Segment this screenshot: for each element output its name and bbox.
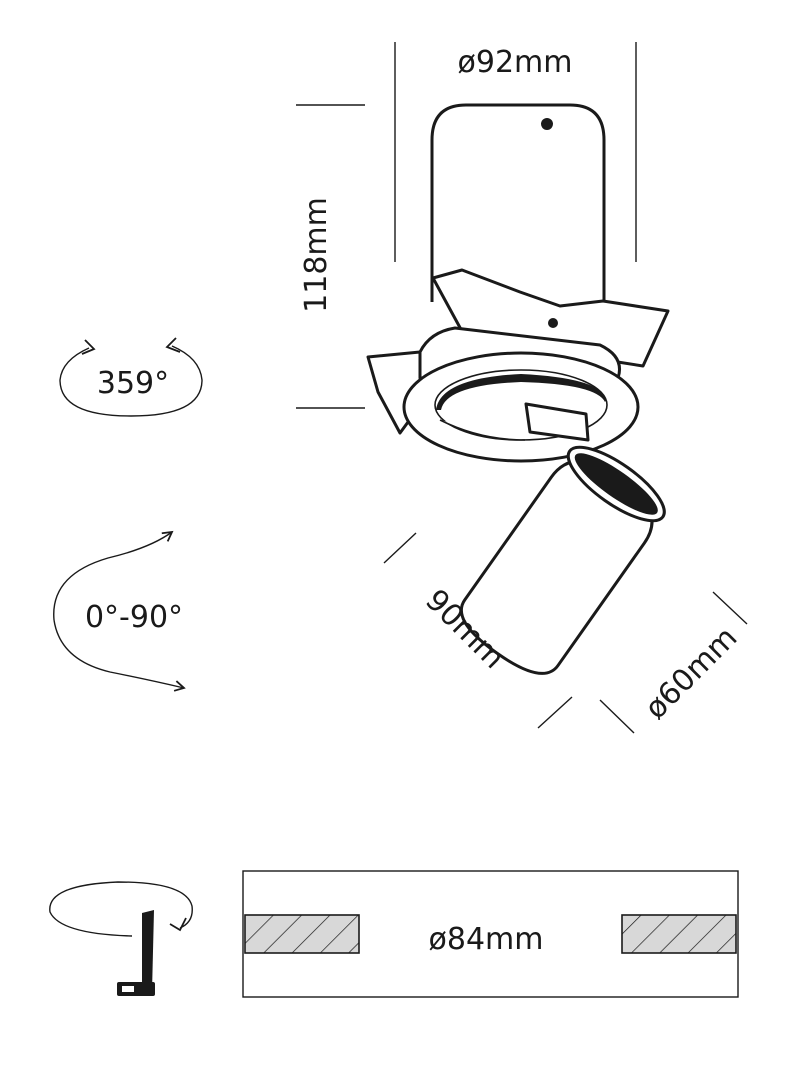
ceiling-clip-icon [49,881,193,996]
ceiling-hatch-right [621,914,737,954]
cutout-diameter-label: ø84mm [429,922,544,957]
dimension-lines [296,42,748,734]
ceiling-cutout-section: ø84mm [242,870,739,998]
tilt-label: 0°-90° [85,600,183,635]
ceiling-hatch-left [244,914,360,954]
tilt-arrows-icon: 0°-90° [53,530,186,692]
head-diameter-label: ø60mm [638,620,744,726]
top-diameter-label: ø92mm [458,45,573,80]
height-label: 118mm [299,197,334,313]
horizontal-rotation-label: 359° [97,366,169,401]
rotation-arrows-icon: 359° [59,337,203,417]
spotlight-body [366,103,670,675]
